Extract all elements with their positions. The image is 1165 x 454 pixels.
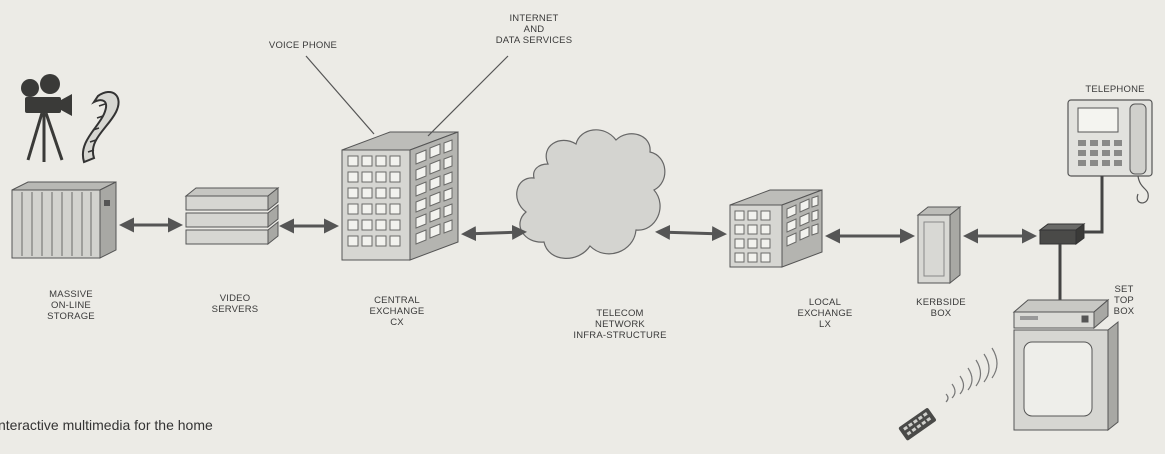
voice-phone-link (305, 55, 375, 135)
label-telecom-network: TELECOM NETWORK INFRA-STRUCTURE (573, 308, 667, 341)
video-servers-icon (184, 186, 280, 246)
label-local-exchange: LOCAL EXCHANGE LX (797, 297, 853, 330)
set-top-box-icon (1012, 298, 1110, 330)
label-telephone: TELEPHONE (1085, 84, 1145, 95)
film-camera-icon (21, 74, 72, 162)
telephone-line (1084, 176, 1104, 234)
arrow-network-lx (655, 224, 727, 242)
connection-arrows (119, 217, 1037, 244)
central-exchange-building-icon (341, 131, 459, 261)
storage-cabinets-icon (11, 181, 117, 259)
label-central-exchange: CENTRAL EXCHANGE CX (369, 295, 425, 328)
label-kerbside-box: KERBSIDE BOX (916, 297, 966, 319)
label-internet: INTERNET AND DATA SERVICES (495, 13, 573, 46)
film-strip-icon (81, 91, 120, 164)
arrow-cx-network (461, 224, 527, 242)
internet-link (427, 55, 509, 137)
remote-control-icon (898, 408, 936, 441)
label-video-servers: VIDEO SERVERS (211, 293, 259, 315)
figure-caption: nteractive multimedia for the home (0, 417, 213, 433)
local-exchange-building-icon (729, 189, 823, 268)
telecom-network-cloud (516, 129, 666, 259)
label-set-top-box: SET TOP BOX (1113, 284, 1135, 317)
television-icon (1013, 320, 1119, 432)
telephone-icon (1067, 99, 1153, 204)
label-massive-storage: MASSIVE ON-LINE STORAGE (47, 289, 95, 322)
infrared-signal-icon (945, 347, 998, 403)
kerbside-box-icon (916, 205, 962, 285)
label-voice-phone: VOICE PHONE (268, 40, 338, 51)
splitter-box-icon (1038, 223, 1086, 245)
